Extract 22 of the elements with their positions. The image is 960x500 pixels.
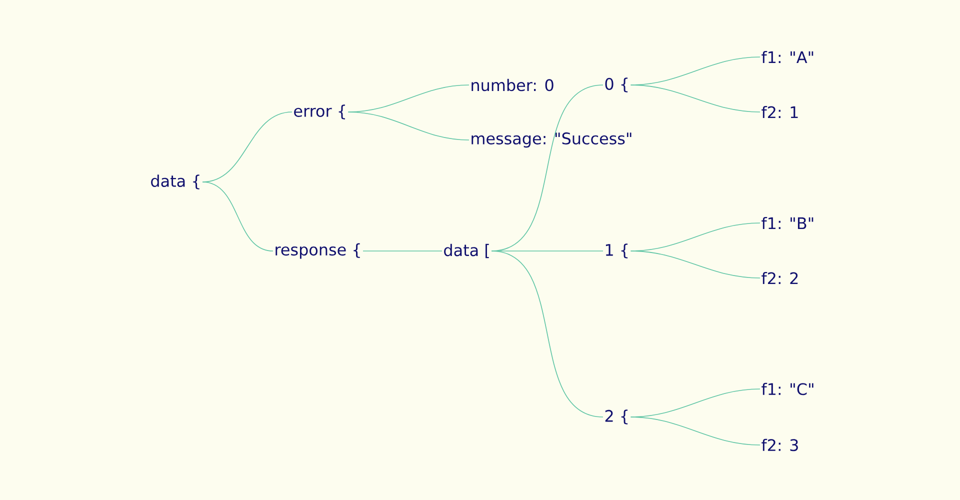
- tree-label: f2: 1: [762, 106, 798, 118]
- tree-label: number: 0: [472, 78, 554, 92]
- tree-label: 0 {: [605, 78, 628, 92]
- tree-label: f1: "C": [762, 382, 814, 396]
- tree-link: [630, 250, 760, 278]
- tree-link: [202, 182, 274, 252]
- tree-label: response {: [276, 243, 360, 259]
- tree-label: 2 {: [605, 410, 628, 424]
- tree-label: f2: 2: [762, 272, 798, 284]
- tree-label: f1: "B": [762, 216, 814, 230]
- tree-label: error {: [294, 104, 345, 120]
- tree-label: 1 {: [606, 244, 628, 258]
- tree-link: [362, 250, 442, 252]
- tree-label: data [: [444, 244, 489, 258]
- tree-label: f1: "A": [762, 50, 814, 64]
- tree-label: data {: [151, 174, 200, 190]
- tree-link: [491, 250, 604, 418]
- tree-link: [630, 84, 760, 112]
- tree-label: f2: 3: [762, 438, 798, 452]
- tree-link: [348, 112, 470, 140]
- tree-link: [630, 416, 760, 446]
- tree-label: message: "Success": [472, 132, 632, 148]
